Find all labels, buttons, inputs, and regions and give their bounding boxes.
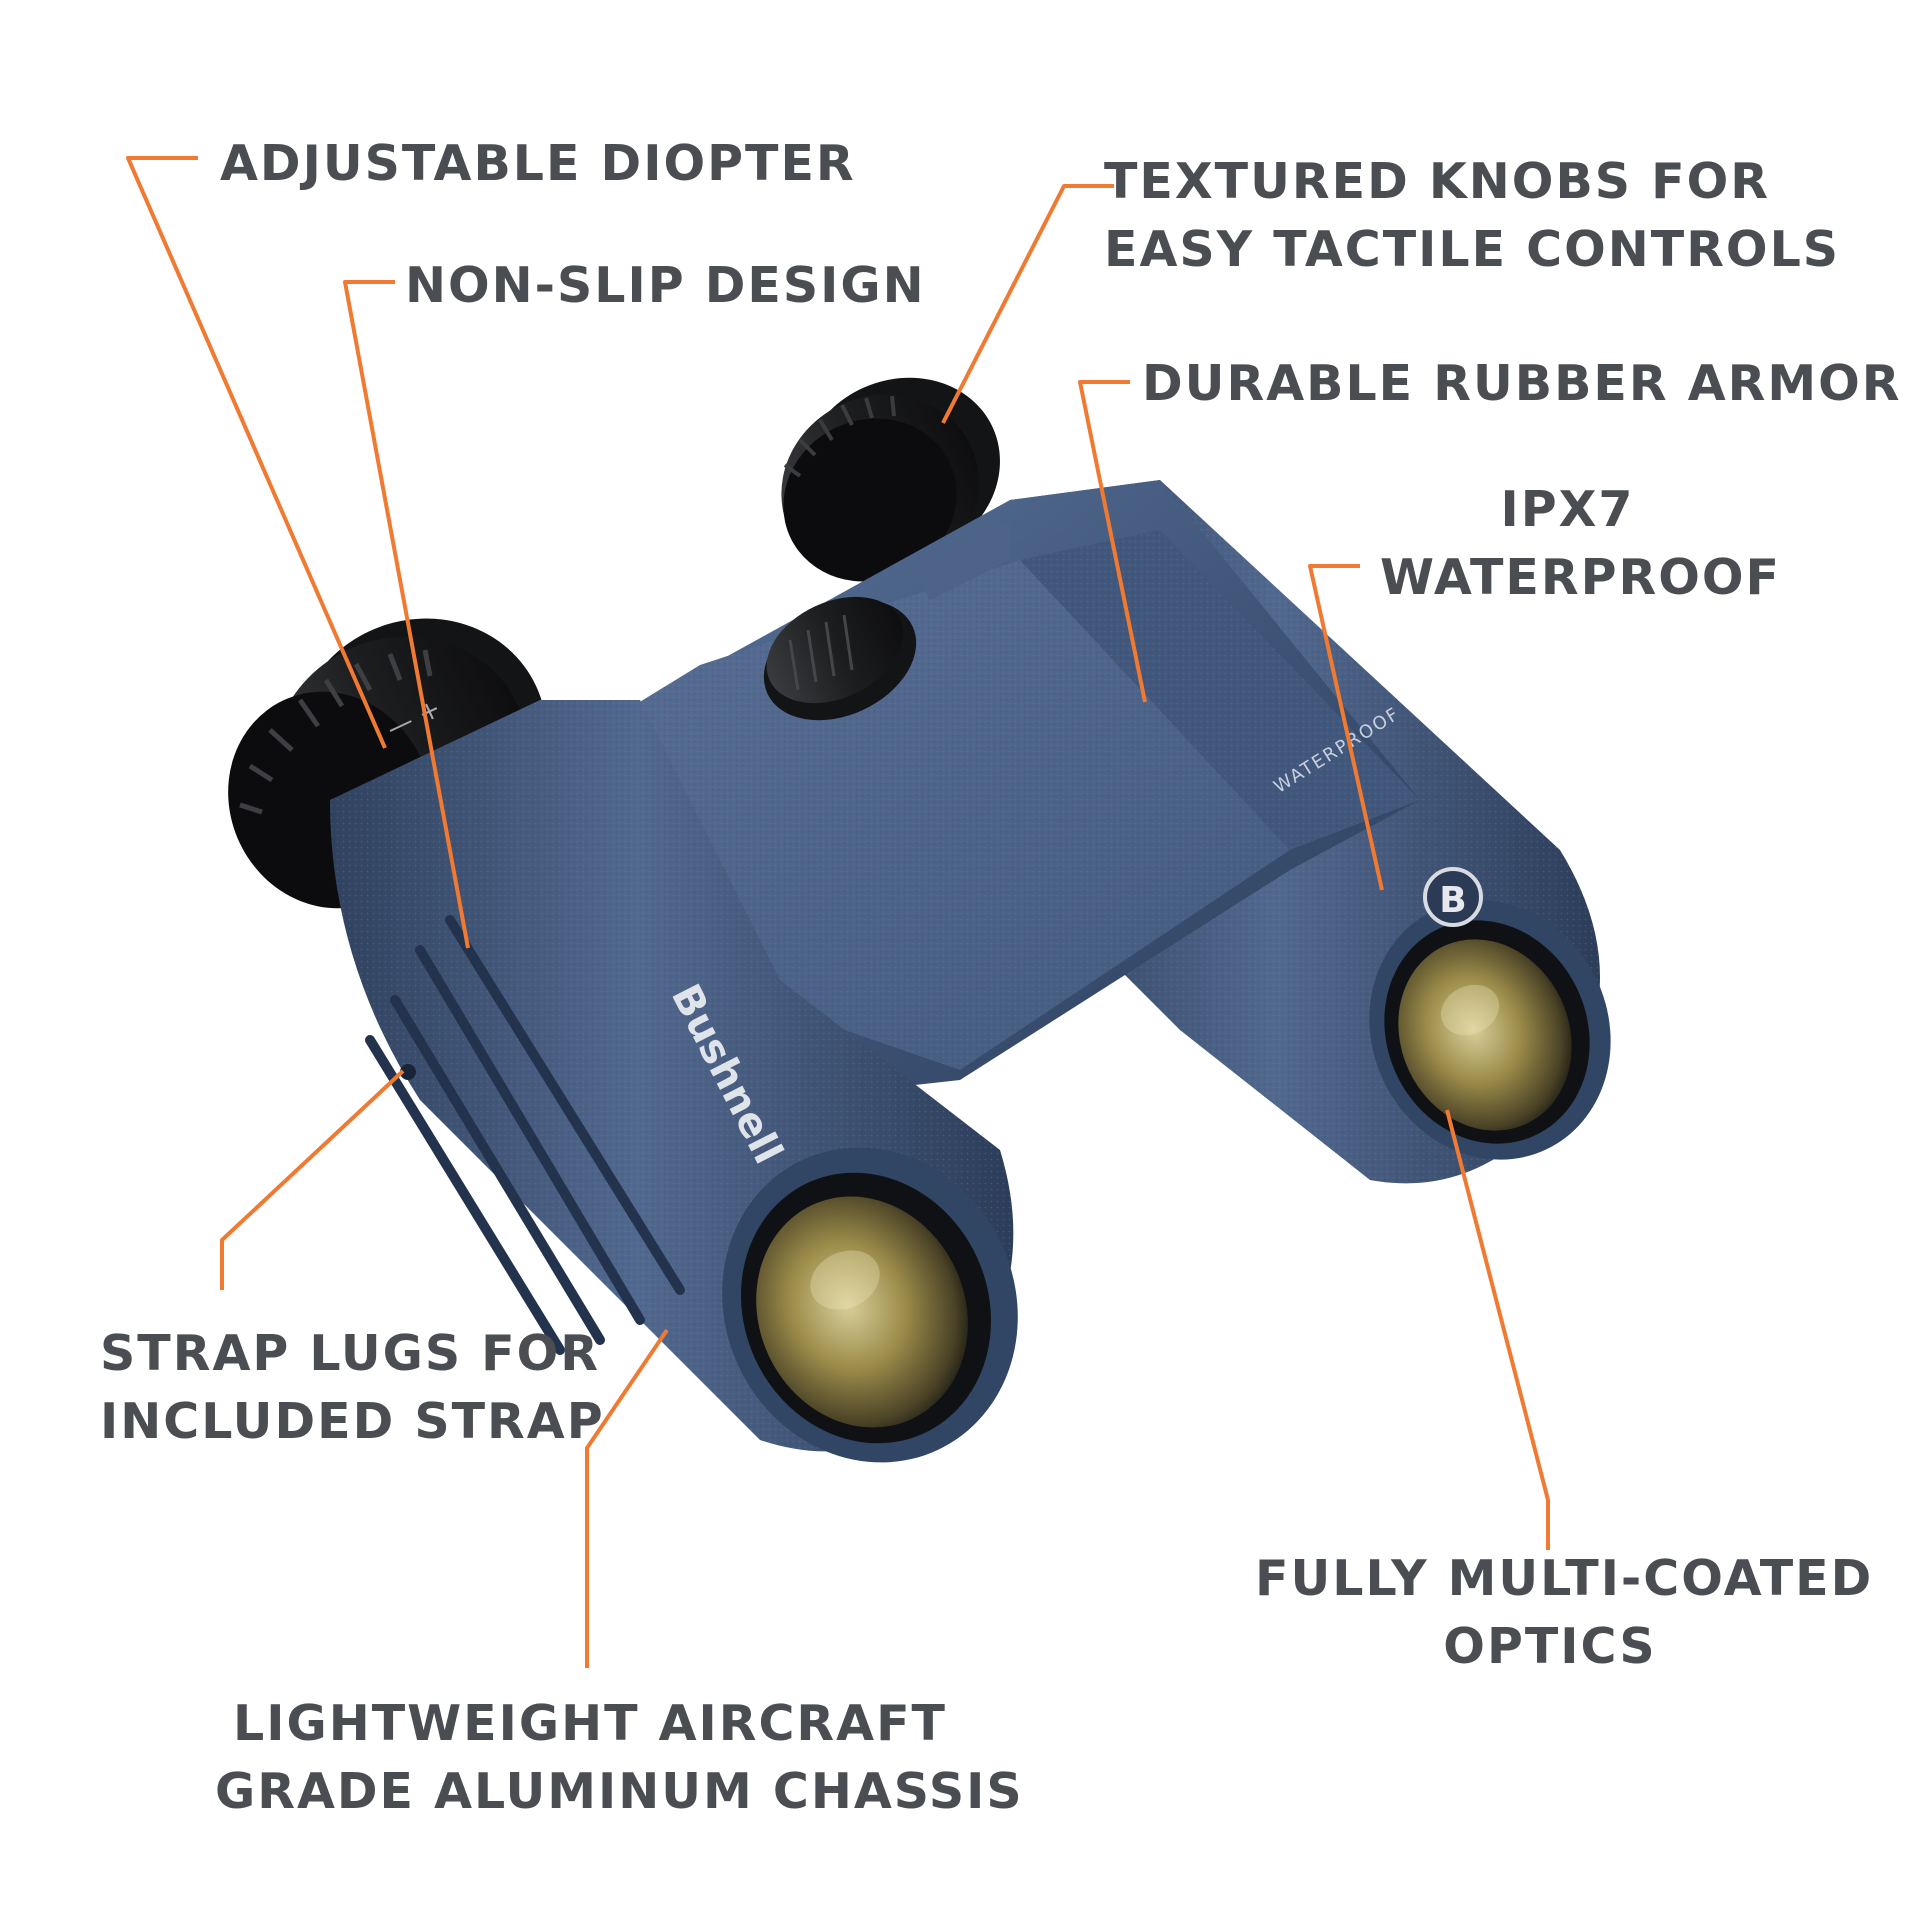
- callout-textured-knobs: TEXTURED KNOBS FOR EASY TACTILE CONTROLS: [1104, 148, 1841, 284]
- callout-line: NON-SLIP DESIGN: [405, 257, 926, 314]
- leader-rubber-armor: [1078, 380, 1147, 703]
- brand-badge: B: [1439, 880, 1466, 921]
- callout-ipx7-waterproof: IPX7 WATERPROOF: [1380, 476, 1782, 612]
- leader-adjustable-diopter: [126, 156, 387, 749]
- leader-textured-knobs: [941, 184, 1114, 424]
- callout-line: STRAP LUGS FOR: [100, 1325, 601, 1382]
- callout-line: ADJUSTABLE DIOPTER: [220, 135, 856, 192]
- leader-strap-lugs: [220, 1069, 405, 1290]
- callout-line: EASY TACTILE CONTROLS: [1104, 221, 1841, 278]
- left-barrel: Bushnell: [330, 700, 1018, 1463]
- leader-lightweight-chassis: [585, 1328, 669, 1668]
- callout-line: WATERPROOF: [1380, 549, 1782, 606]
- callout-line: INCLUDED STRAP: [100, 1393, 605, 1450]
- focus-knob: [763, 520, 1010, 721]
- leader-non-slip-design: [343, 280, 470, 949]
- leader-multi-coated: [1445, 1109, 1550, 1550]
- leader-ipx7-waterproof: [1308, 564, 1384, 891]
- callout-line: IPX7: [1500, 481, 1635, 538]
- grip-ridges: [365, 915, 685, 1355]
- callout-strap-lugs: STRAP LUGS FOR INCLUDED STRAP: [100, 1320, 605, 1456]
- callout-line: LIGHTWEIGHT AIRCRAFT: [233, 1695, 947, 1752]
- strap-lug: [400, 1064, 416, 1080]
- callout-non-slip-design: NON-SLIP DESIGN: [405, 252, 926, 320]
- callout-line: DURABLE RUBBER ARMOR: [1142, 355, 1902, 412]
- callout-adjustable-diopter: ADJUSTABLE DIOPTER: [220, 130, 856, 198]
- callout-line: OPTICS: [1443, 1618, 1657, 1675]
- callout-rubber-armor: DURABLE RUBBER ARMOR: [1142, 350, 1902, 418]
- callout-lightweight-chassis: LIGHTWEIGHT AIRCRAFT GRADE ALUMINUM CHAS…: [215, 1690, 1024, 1826]
- callout-line: GRADE ALUMINUM CHASSIS: [215, 1763, 1024, 1820]
- rear-eyepiece-right: [781, 377, 1000, 582]
- callout-line: FULLY MULTI-COATED: [1255, 1550, 1874, 1607]
- callout-line: TEXTURED KNOBS FOR: [1104, 153, 1771, 210]
- callout-multi-coated: FULLY MULTI-COATED OPTICS: [1255, 1545, 1874, 1681]
